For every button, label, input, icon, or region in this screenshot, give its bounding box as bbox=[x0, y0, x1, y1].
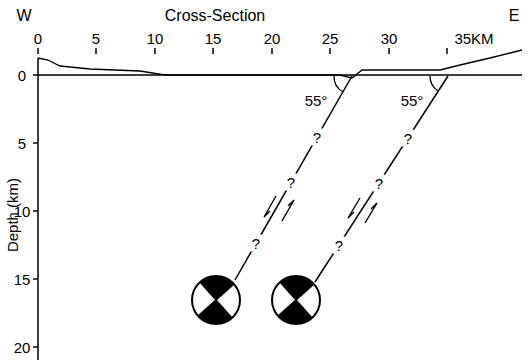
uncertainty-mark: ? bbox=[311, 129, 323, 146]
uncertainty-mark: ? bbox=[373, 175, 385, 192]
axis-tick-label: 5 bbox=[92, 31, 100, 46]
axis-tick-label: 15 bbox=[205, 31, 222, 46]
axis-tick-label: 0 bbox=[34, 31, 42, 46]
axis-tick-label: 15 bbox=[14, 272, 31, 287]
distance-ticks bbox=[38, 48, 447, 54]
focal-mechanism bbox=[272, 276, 320, 324]
axis-tick-label: 20 bbox=[14, 340, 31, 355]
depth-axis bbox=[37, 58, 39, 360]
dip-arc bbox=[334, 76, 343, 92]
uncertainty-mark: ? bbox=[333, 237, 345, 254]
slip-arrows bbox=[264, 196, 377, 223]
axis-tick-label: 20 bbox=[264, 31, 281, 46]
uncertainty-mark: ? bbox=[250, 235, 262, 252]
axis-tick-label: 25 bbox=[322, 31, 339, 46]
direction-label: W bbox=[16, 8, 31, 24]
fault-line bbox=[315, 76, 448, 282]
dip-angle-label: 55° bbox=[401, 93, 424, 108]
dip-arc bbox=[430, 76, 438, 91]
direction-label: E bbox=[509, 8, 520, 24]
axis-tick-label: 35KM bbox=[454, 31, 493, 46]
uncertainty-mark: ? bbox=[285, 174, 297, 191]
topography-profile bbox=[38, 50, 522, 78]
uncertainty-mark: ? bbox=[402, 130, 414, 147]
axis-tick-label: 30 bbox=[381, 31, 398, 46]
axis-tick-label: 5 bbox=[18, 136, 26, 151]
axis-title: Depth (km) bbox=[5, 178, 20, 252]
axis-tick-label: 10 bbox=[147, 31, 164, 46]
axis-tick-label: 0 bbox=[18, 68, 26, 83]
fault-line bbox=[235, 76, 352, 280]
dip-angle-label: 55° bbox=[305, 93, 328, 108]
focal-mechanism bbox=[192, 276, 240, 324]
depth-ticks bbox=[33, 75, 38, 347]
section-title: Cross-Section bbox=[165, 8, 265, 24]
